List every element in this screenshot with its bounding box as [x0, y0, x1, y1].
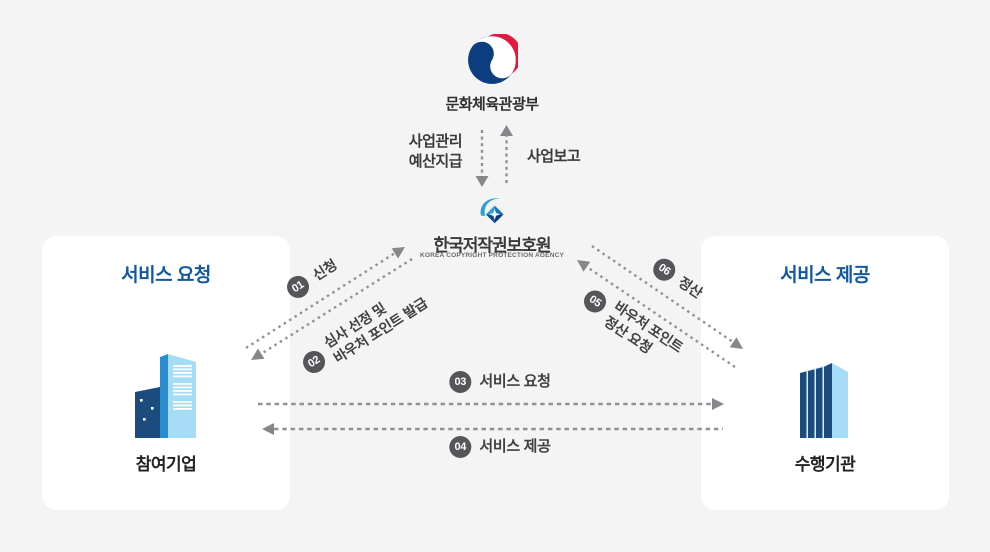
budget-down-label: 사업관리 예산지급 [408, 132, 463, 173]
flow-04-badge: 04 [449, 436, 472, 458]
government-emblem-icon [468, 34, 518, 84]
company-building-icon [135, 354, 196, 438]
flow-04-label: 서비스 제공 [479, 438, 551, 456]
company-label: 참여기업 [135, 455, 197, 474]
kcpa-logo-icon [480, 198, 504, 224]
service-request-title: 서비스 요청 [121, 265, 211, 286]
agency-name-en: KOREA COPYRIGHT PROTECTION AGENCY [419, 252, 565, 259]
budget-down-line1: 사업관리 [408, 133, 463, 150]
flow-03-label: 서비스 요청 [479, 373, 551, 391]
institution-building-icon [800, 363, 848, 438]
flow-03-service-request: 03 서비스 요청 [449, 371, 551, 393]
agency-name: 한국저작권보호원 [433, 236, 551, 255]
institution-label: 수행기관 [794, 455, 856, 474]
budget-down-line2: 예산지급 [408, 153, 463, 171]
ministry-name: 문화체육관광부 [445, 96, 539, 113]
report-up-label: 사업보고 [527, 148, 581, 165]
flow-03-badge: 03 [449, 371, 472, 393]
service-provide-title: 서비스 제공 [780, 265, 870, 286]
flow-04-service-provide: 04 서비스 제공 [449, 436, 551, 458]
